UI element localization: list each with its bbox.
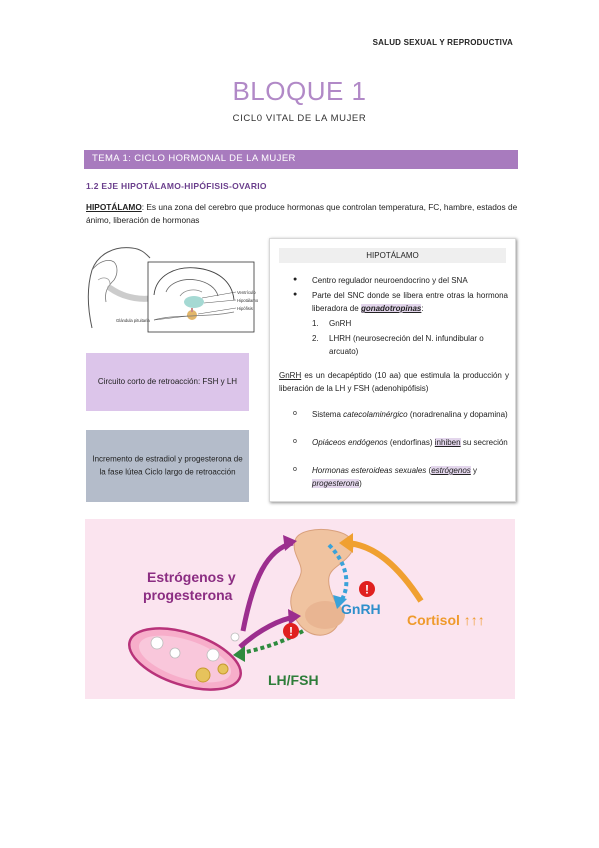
svg-text:!: !	[365, 583, 369, 597]
sub-bullet-2: Opiáceos endógenos (endorfinas) inhiben …	[312, 436, 508, 449]
short-feedback-box: Circuito corto de retroacción: FSH y LH	[86, 353, 249, 411]
panel-bullet-2-text: Parte del SNC donde se libera entre otra…	[312, 291, 474, 300]
hipotalamo-paragraph: HIPOTÁLAMO: Es una zona del cerebro que …	[86, 201, 518, 227]
brain-label-hipotalamo: Hipotálamo	[237, 298, 259, 303]
brain-label-hipofisis: Hipófisis	[237, 306, 253, 311]
svg-text:!: !	[289, 625, 293, 639]
s1-text-a: Sistema	[312, 410, 341, 419]
alert-icon	[359, 581, 375, 597]
lhfsh-label: LH/FSH	[268, 672, 319, 688]
long-feedback-box: Incremento de estradiol y progesterona d…	[86, 430, 249, 502]
page-title: BLOQUE 1	[232, 76, 367, 106]
document-header: SALUD SEXUAL Y REPRODUCTIVA	[372, 38, 513, 47]
gnrh-paragraph: GnRH es un decapéptido (10 aa) que estim…	[279, 369, 509, 395]
s2-text-d: su	[462, 438, 472, 447]
s1-text-d: dopamina)	[469, 410, 508, 419]
gonadotropinas-term: gonadotropinas	[360, 304, 422, 313]
gnrh-label: GnRH	[341, 601, 381, 617]
panel-bullet-2-colon: :	[421, 304, 424, 313]
section-heading: 1.2 EJE HIPOTÁLAMO-HIPÓFISIS-OVARIO	[86, 181, 267, 191]
numbered-marker-2: 2.	[312, 334, 319, 343]
cortisol-label: Cortisol ↑↑↑	[407, 612, 485, 628]
hormonal-axis-diagram: ! ! Estrógenos y progesterona GnRH LH/FS…	[85, 519, 515, 699]
inhiben-term: inhiben	[434, 438, 461, 447]
s2-text-e: secreción	[473, 438, 508, 447]
gnrh-text-1: es un decapéptido (10 aa) que estimula l…	[301, 371, 460, 380]
bullet-dot: ●	[293, 291, 298, 298]
topic-title: TEMA 1: CICLO HORMONAL DE LA MUJER	[92, 153, 296, 164]
page-subtitle: CICL0 VITAL DE LA MUJER	[232, 113, 367, 124]
s3-paren-close: )	[359, 479, 362, 488]
s1-text-b: catecolaminérgico	[343, 410, 408, 419]
numbered-marker-1: 1.	[312, 319, 319, 328]
s1-text-c: (noradrenalina y	[409, 410, 468, 419]
brain-svg: Ventrículo Hipotálamo Hipófisis Glándula…	[87, 247, 259, 333]
sub-bullet-3: Hormonas esteroideas sexuales (estrógeno…	[312, 464, 508, 490]
s2-text-a: Opiáceos endógenos	[312, 438, 388, 447]
alert-icon	[283, 623, 299, 639]
sub-bullet: o	[293, 410, 297, 417]
hipotalamo-definition: : Es una zona del cerebro que produce ho…	[86, 202, 518, 225]
sub-bullet: o	[293, 466, 297, 473]
numbered-item-lhrh: LHRH (neurosecreción del N. infundibular…	[329, 334, 484, 356]
estrogenos-term: estrógenos	[431, 466, 471, 475]
s3-text-a: Hormonas esteroideas sexuales	[312, 466, 427, 475]
bullet-dot: ●	[293, 276, 298, 283]
numbered-item-gnrh: GnRH	[329, 319, 352, 328]
gnrh-text-2: producción y liberación de la LH y FSH (…	[279, 371, 509, 393]
sub-bullet: o	[293, 438, 297, 445]
panel-bullet-2: Parte del SNC donde se libera entre otra…	[312, 289, 508, 315]
axis-svg: ! !	[128, 528, 424, 691]
s3-paren-open: (	[428, 466, 432, 475]
progesterona-term: progesterona	[312, 479, 360, 488]
hipotalamo-panel: HIPOTÁLAMO ● Centro regulador neuroendoc…	[269, 238, 516, 502]
panel-bullet-1: Centro regulador neuroendocrino y del SN…	[312, 276, 468, 285]
long-feedback-text: Incremento de estradiol y progesterona d…	[92, 454, 243, 477]
estrogenos-label: Estrógenos y	[147, 569, 236, 585]
short-feedback-text: Circuito corto de retroacción: FSH y LH	[97, 376, 238, 386]
s2-text-b: (endorfinas)	[389, 438, 433, 447]
brain-label-pituitaria: Glándula pituitaria	[116, 318, 150, 323]
topic-bar: TEMA 1: CICLO HORMONAL DE LA MUJER	[84, 150, 518, 169]
panel-bullet-2-text-b: hormona liberadora de	[312, 291, 508, 313]
s3-text-d: y	[473, 466, 478, 475]
brain-illustration: Ventrículo Hipotálamo Hipófisis Glándula…	[84, 240, 266, 335]
sub-bullet-1: Sistema catecolaminérgico (noradrenalina…	[312, 408, 508, 421]
gnrh-term: GnRH	[279, 371, 302, 380]
panel-heading: HIPOTÁLAMO	[279, 248, 506, 263]
hipotalamo-term: HIPOTÁLAMO	[86, 202, 142, 212]
pituitary-lobe	[305, 601, 345, 629]
progesterona-label: progesterona	[143, 587, 233, 603]
brain-label-ventriculo: Ventrículo	[237, 290, 256, 295]
